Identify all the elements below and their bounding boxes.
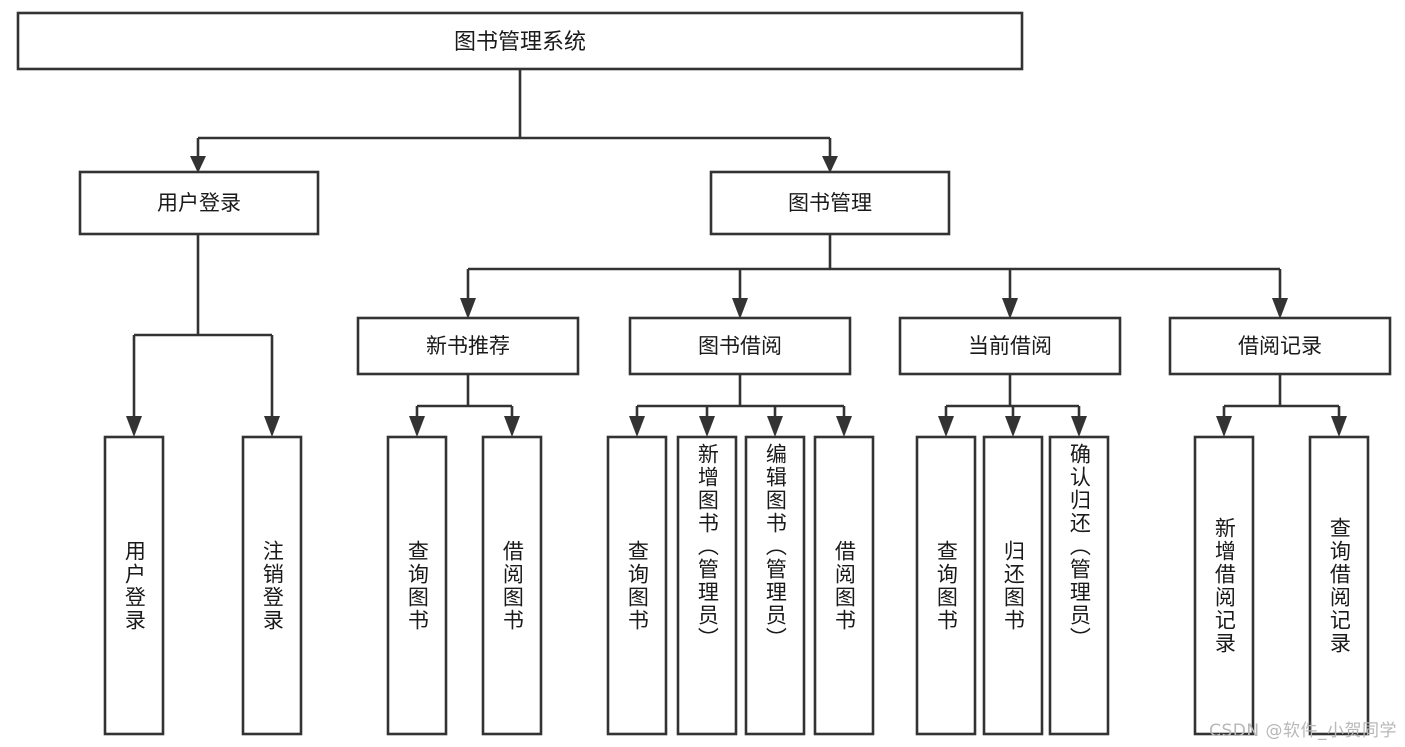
connector-group-root xyxy=(190,69,838,173)
arrow-head-current-borrow xyxy=(1002,298,1018,319)
arrow-head-leaf-add-record xyxy=(1216,416,1232,437)
node-new-book-rec-label: 新书推荐 xyxy=(426,334,510,358)
arrow-head-leaf-return-book xyxy=(1005,416,1021,437)
node-root-box[interactable] xyxy=(16,11,1024,71)
node-user-login[interactable]: 用户登录 xyxy=(78,170,320,236)
arrow-head-leaf-borrow-book-1 xyxy=(504,416,520,437)
connector-group-new-book-rec xyxy=(409,374,520,437)
node-book-borrow[interactable]: 图书借阅 xyxy=(628,316,852,376)
arrow-head-book-borrow xyxy=(732,298,748,319)
node-book-manage[interactable]: 图书管理 xyxy=(709,170,951,236)
node-user-login-label: 用户登录 xyxy=(157,191,241,215)
arrow-head-book-manage xyxy=(822,156,838,173)
node-current-borrow[interactable]: 当前借阅 xyxy=(898,316,1122,376)
arrow-head-leaf-add-book xyxy=(699,416,715,437)
leaf-box-add-book[interactable] xyxy=(676,435,738,736)
connector-group-current-borrow xyxy=(938,374,1087,437)
arrow-head-leaf-borrow-book-2 xyxy=(836,416,852,437)
node-borrow-record[interactable]: 借阅记录 xyxy=(1168,316,1392,376)
leaf-box-logout[interactable] xyxy=(241,435,303,736)
node-borrow-record-label: 借阅记录 xyxy=(1238,334,1322,358)
leaf-box-borrow-book-2[interactable] xyxy=(813,435,875,736)
arrow-head-leaf-logout xyxy=(264,416,280,437)
leaf-box-query-book-2[interactable] xyxy=(606,435,668,736)
arrow-head-user-login xyxy=(190,156,206,173)
arrow-head-leaf-edit-book xyxy=(767,416,783,437)
connector-group-book-manage xyxy=(460,234,1288,319)
leaf-boxes xyxy=(103,435,1370,736)
leaf-box-edit-book[interactable] xyxy=(744,435,806,736)
node-current-borrow-box[interactable] xyxy=(898,316,1122,376)
connector-group-borrow-record xyxy=(1216,374,1347,437)
arrow-head-leaf-query-book-2 xyxy=(629,416,645,437)
leaf-box-borrow-book-1[interactable] xyxy=(481,435,543,736)
node-user-login-box[interactable] xyxy=(78,170,320,236)
connector-group-user-login xyxy=(126,234,280,437)
arrow-head-leaf-confirm-return xyxy=(1071,416,1087,437)
leaf-box-query-book-3[interactable] xyxy=(915,435,977,736)
leaf-box-add-record[interactable] xyxy=(1193,435,1255,736)
node-root[interactable]: 图书管理系统 xyxy=(16,11,1024,71)
arrow-head-leaf-query-book-3 xyxy=(938,416,954,437)
leaf-box-confirm-return[interactable] xyxy=(1048,435,1110,736)
leaf-box-return-book[interactable] xyxy=(982,435,1044,736)
arrow-head-new-book-rec xyxy=(460,298,476,319)
node-borrow-record-box[interactable] xyxy=(1168,316,1392,376)
leaf-box-user-login[interactable] xyxy=(103,435,165,736)
node-new-book-rec-box[interactable] xyxy=(356,316,580,376)
arrow-head-leaf-user-login xyxy=(126,416,142,437)
csdn-watermark: CSDN @软件_小贺同学 xyxy=(1209,721,1397,741)
arrow-head-leaf-query-book-1 xyxy=(409,416,425,437)
node-book-borrow-label: 图书借阅 xyxy=(698,334,782,358)
node-book-manage-box[interactable] xyxy=(709,170,951,236)
node-current-borrow-label: 当前借阅 xyxy=(968,334,1052,358)
node-book-borrow-box[interactable] xyxy=(628,316,852,376)
node-root-label: 图书管理系统 xyxy=(454,30,586,55)
arrow-head-borrow-record xyxy=(1272,298,1288,319)
connector-group-book-borrow xyxy=(629,374,852,437)
leaf-box-query-record[interactable] xyxy=(1308,435,1370,736)
node-book-manage-label: 图书管理 xyxy=(788,191,872,215)
leaf-box-query-book-1[interactable] xyxy=(386,435,448,736)
node-new-book-rec[interactable]: 新书推荐 xyxy=(356,316,580,376)
arrow-head-leaf-query-record xyxy=(1331,416,1347,437)
